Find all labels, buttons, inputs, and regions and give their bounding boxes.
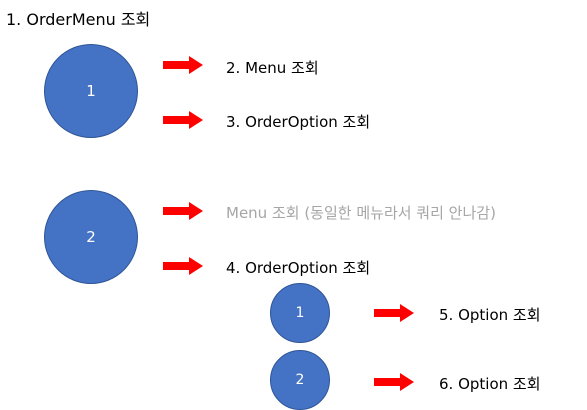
node-label: 1 xyxy=(295,305,305,321)
diagram-title: 1. OrderMenu 조회 xyxy=(6,10,151,29)
arrow-right-icon xyxy=(374,304,414,322)
order-option-node-1: 1 xyxy=(270,283,330,343)
step-option-query: 5. Option 조회 xyxy=(439,306,541,324)
arrow-right-icon xyxy=(374,373,414,391)
order-menu-node-2: 2 xyxy=(44,190,138,284)
step-menu-query: 2. Menu 조회 xyxy=(226,59,319,77)
arrow-right-icon xyxy=(163,257,203,275)
node-label: 2 xyxy=(295,372,305,388)
node-label: 2 xyxy=(86,228,96,246)
order-menu-node-1: 1 xyxy=(44,44,138,138)
step-order-option-query: 4. OrderOption 조회 xyxy=(226,259,371,277)
step-option-query: 6. Option 조회 xyxy=(439,375,541,393)
arrow-right-icon xyxy=(163,111,203,129)
step-order-option-query: 3. OrderOption 조회 xyxy=(226,113,371,131)
step-menu-query-skipped: Menu 조회 (동일한 메뉴라서 쿼리 안나감) xyxy=(226,204,496,222)
arrow-right-icon xyxy=(163,202,203,220)
node-label: 1 xyxy=(86,82,96,100)
order-option-node-2: 2 xyxy=(270,350,330,410)
arrow-right-icon xyxy=(163,56,203,74)
